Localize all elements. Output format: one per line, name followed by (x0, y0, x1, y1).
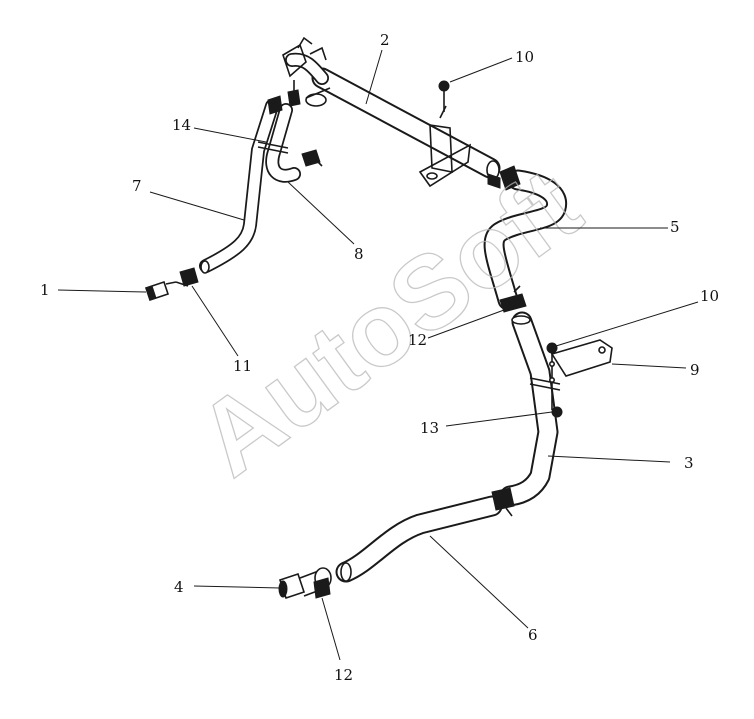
part-5-upper-clamp (499, 165, 521, 191)
part-6-hose (335, 495, 503, 583)
callout-5: 5 (670, 218, 680, 236)
pipe-bracket (418, 105, 471, 188)
upper-connector (267, 80, 301, 115)
callout-10-right: 10 (700, 287, 719, 305)
part-5-hose (483, 169, 568, 311)
callout-4: 4 (174, 578, 184, 596)
part-8-clamp (301, 149, 323, 167)
leader-lines (57, 49, 699, 661)
callout-12-lower: 12 (334, 666, 353, 684)
callout-11: 11 (233, 357, 252, 375)
part-12-clamp-upper (499, 285, 527, 313)
callout-13: 13 (420, 419, 439, 437)
callouts: 1 2 3 4 5 6 7 8 9 10 10 11 12 12 13 14 (40, 31, 719, 684)
callout-7: 7 (132, 177, 142, 195)
part-7-hose (199, 99, 279, 274)
part-4-fitting (278, 570, 321, 600)
part-6-clamp (491, 487, 515, 517)
part-14-clip (257, 141, 289, 154)
part-2-pipe (282, 36, 501, 189)
callout-3: 3 (684, 454, 694, 472)
callout-9: 9 (690, 361, 700, 379)
part-8-hose (265, 103, 301, 183)
callout-2: 2 (380, 31, 390, 49)
callout-1: 1 (40, 281, 50, 299)
part-9-bracket (529, 339, 613, 410)
callout-8: 8 (354, 245, 364, 263)
callout-10-top: 10 (515, 48, 534, 66)
callout-14: 14 (172, 116, 191, 134)
part-10-nut-top (438, 80, 450, 112)
part-3-hose (499, 311, 559, 507)
part-13-nut (551, 406, 563, 418)
callout-12-upper: 12 (408, 331, 427, 349)
part-12-clamp-lower (313, 567, 332, 599)
part-10-nut-right (546, 342, 558, 354)
part-1-fitting (144, 280, 177, 302)
callout-6: 6 (528, 626, 538, 644)
part-11-clamp (175, 267, 199, 287)
